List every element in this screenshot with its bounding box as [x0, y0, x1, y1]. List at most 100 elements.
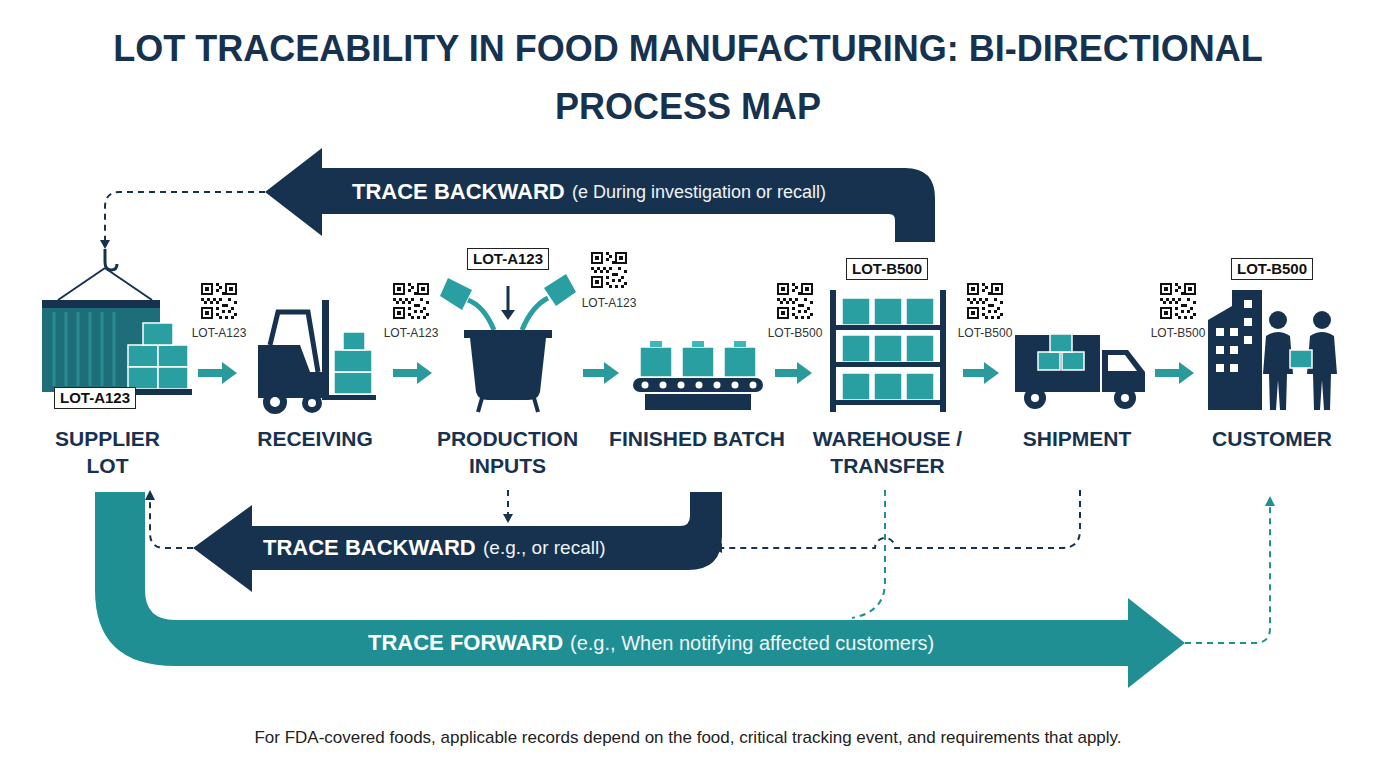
- flow-arrow-shaft: [775, 369, 797, 377]
- shelving-icon: [842, 373, 870, 400]
- mixing-vat-icon: [464, 330, 552, 338]
- shelving-icon: [906, 335, 934, 362]
- trace-label: TRACE BACKWARD: [352, 179, 565, 205]
- container-icon: [128, 345, 158, 367]
- conveyor-icon: [633, 378, 763, 392]
- flow-arrow-head: [222, 362, 237, 384]
- truck-icon: [1031, 394, 1039, 402]
- trace-note: (e.g., When notifying affected customers…: [570, 631, 934, 655]
- stage-label: SUPPLIER LOT: [38, 425, 178, 479]
- qr-lot-text: LOT-A123: [582, 296, 637, 310]
- container-icon: [143, 323, 173, 345]
- forklift-icon: [258, 300, 376, 414]
- customer-icon: [1244, 318, 1252, 326]
- truck-icon: [1024, 387, 1046, 409]
- dashed-leader: [852, 490, 885, 618]
- dashed-leader: [722, 490, 1080, 548]
- forklift-icon: [322, 300, 329, 400]
- container-icon: [105, 268, 152, 300]
- container-icon: [128, 367, 158, 389]
- flow-arrow: [583, 362, 619, 384]
- customer-icon: [1216, 364, 1224, 372]
- mixing-vat-icon: [534, 398, 538, 412]
- container-icon: [42, 300, 160, 392]
- customer-icon: [1208, 290, 1337, 410]
- flow-arrow-shaft: [198, 369, 222, 377]
- forklift-icon: [322, 395, 376, 400]
- lot-tag: LOT-A123: [467, 248, 549, 270]
- flow-arrow-head: [417, 362, 432, 384]
- dashed-leader: [105, 192, 1080, 548]
- conveyor-icon: [724, 347, 756, 377]
- forklift-icon: [334, 350, 372, 372]
- customer-icon: [1307, 332, 1337, 410]
- trace-forward-arrow: [95, 492, 1185, 688]
- mixing-vat-icon: [440, 278, 472, 310]
- lot-tag: LOT-B500: [846, 258, 928, 280]
- container-icon: [128, 323, 188, 389]
- flow-arrow-head: [984, 362, 999, 384]
- qr-lot-text: LOT-B500: [958, 326, 1013, 340]
- customer-icon: [1244, 300, 1252, 308]
- truck-icon: [1108, 355, 1137, 371]
- shelving-icon: [830, 362, 946, 367]
- customer-icon: [1230, 346, 1238, 354]
- shelving-icon: [830, 290, 836, 412]
- customer-icon: [1216, 328, 1224, 336]
- container-icon: [42, 300, 160, 308]
- truck-icon: [1038, 352, 1060, 370]
- conveyor-icon: [650, 341, 662, 347]
- flow-arrow: [393, 362, 432, 384]
- qr-code: [1160, 283, 1196, 319]
- qr-code: [777, 283, 813, 319]
- forklift-icon: [302, 393, 322, 413]
- container-icon: [54, 312, 114, 386]
- stage-label: CUSTOMER: [1180, 425, 1365, 452]
- forklift-icon: [308, 399, 316, 407]
- shelving-icon: [874, 373, 902, 400]
- flow-arrow-shaft: [1155, 369, 1179, 377]
- truck-icon: [1114, 387, 1136, 409]
- qr-code: [201, 283, 237, 319]
- conveyor-icon: [682, 347, 714, 377]
- customer-icon: [1313, 311, 1331, 329]
- process-stage: CUSTOMER: [1197, 270, 1347, 485]
- stage-label: WAREHOUSE / TRANSFER: [795, 425, 980, 479]
- process-stage: RECEIVING: [240, 270, 390, 485]
- trace-label: TRACE FORWARD: [368, 630, 563, 656]
- flow-arrow: [1155, 362, 1194, 384]
- conveyor-icon: [650, 341, 746, 347]
- conveyor-icon: [732, 382, 739, 389]
- trace-backward-arrow: [193, 492, 722, 592]
- mixing-vat-icon: [544, 274, 576, 306]
- stage-label: PRODUCTION INPUTS: [415, 425, 600, 479]
- stage-label: FINISHED BATCH: [605, 425, 790, 452]
- flow-arrow-head: [797, 362, 812, 384]
- leader-arrowhead: [1265, 496, 1275, 506]
- flow-arrow-head: [604, 362, 619, 384]
- conveyor-icon: [640, 347, 756, 377]
- leader-arrowhead: [145, 490, 155, 500]
- process-stage: SUPPLIER LOT: [20, 270, 195, 485]
- qr-code: [967, 283, 1003, 319]
- qr-code: [591, 252, 627, 288]
- shelving-icon: [874, 335, 902, 362]
- stage-label: RECEIVING: [223, 425, 408, 452]
- shelving-icon: [830, 290, 946, 412]
- trace-note: (e During investigation or recall): [572, 180, 826, 204]
- dashed-leader: [105, 192, 265, 240]
- conveyor-icon: [645, 394, 751, 410]
- qr-code: [201, 252, 1196, 319]
- customer-icon: [1244, 336, 1252, 344]
- trace-backward-arrow: [265, 148, 935, 242]
- shelving-icon: [940, 290, 946, 412]
- flow-arrow-shaft: [583, 369, 604, 377]
- conveyor-icon: [660, 382, 667, 389]
- leader-arrowhead: [100, 240, 1275, 553]
- customer-icon: [1216, 346, 1224, 354]
- shelving-icon: [830, 400, 946, 405]
- shelving-icon: [842, 335, 870, 362]
- forklift-icon: [270, 312, 318, 372]
- customer-icon: [1263, 332, 1293, 410]
